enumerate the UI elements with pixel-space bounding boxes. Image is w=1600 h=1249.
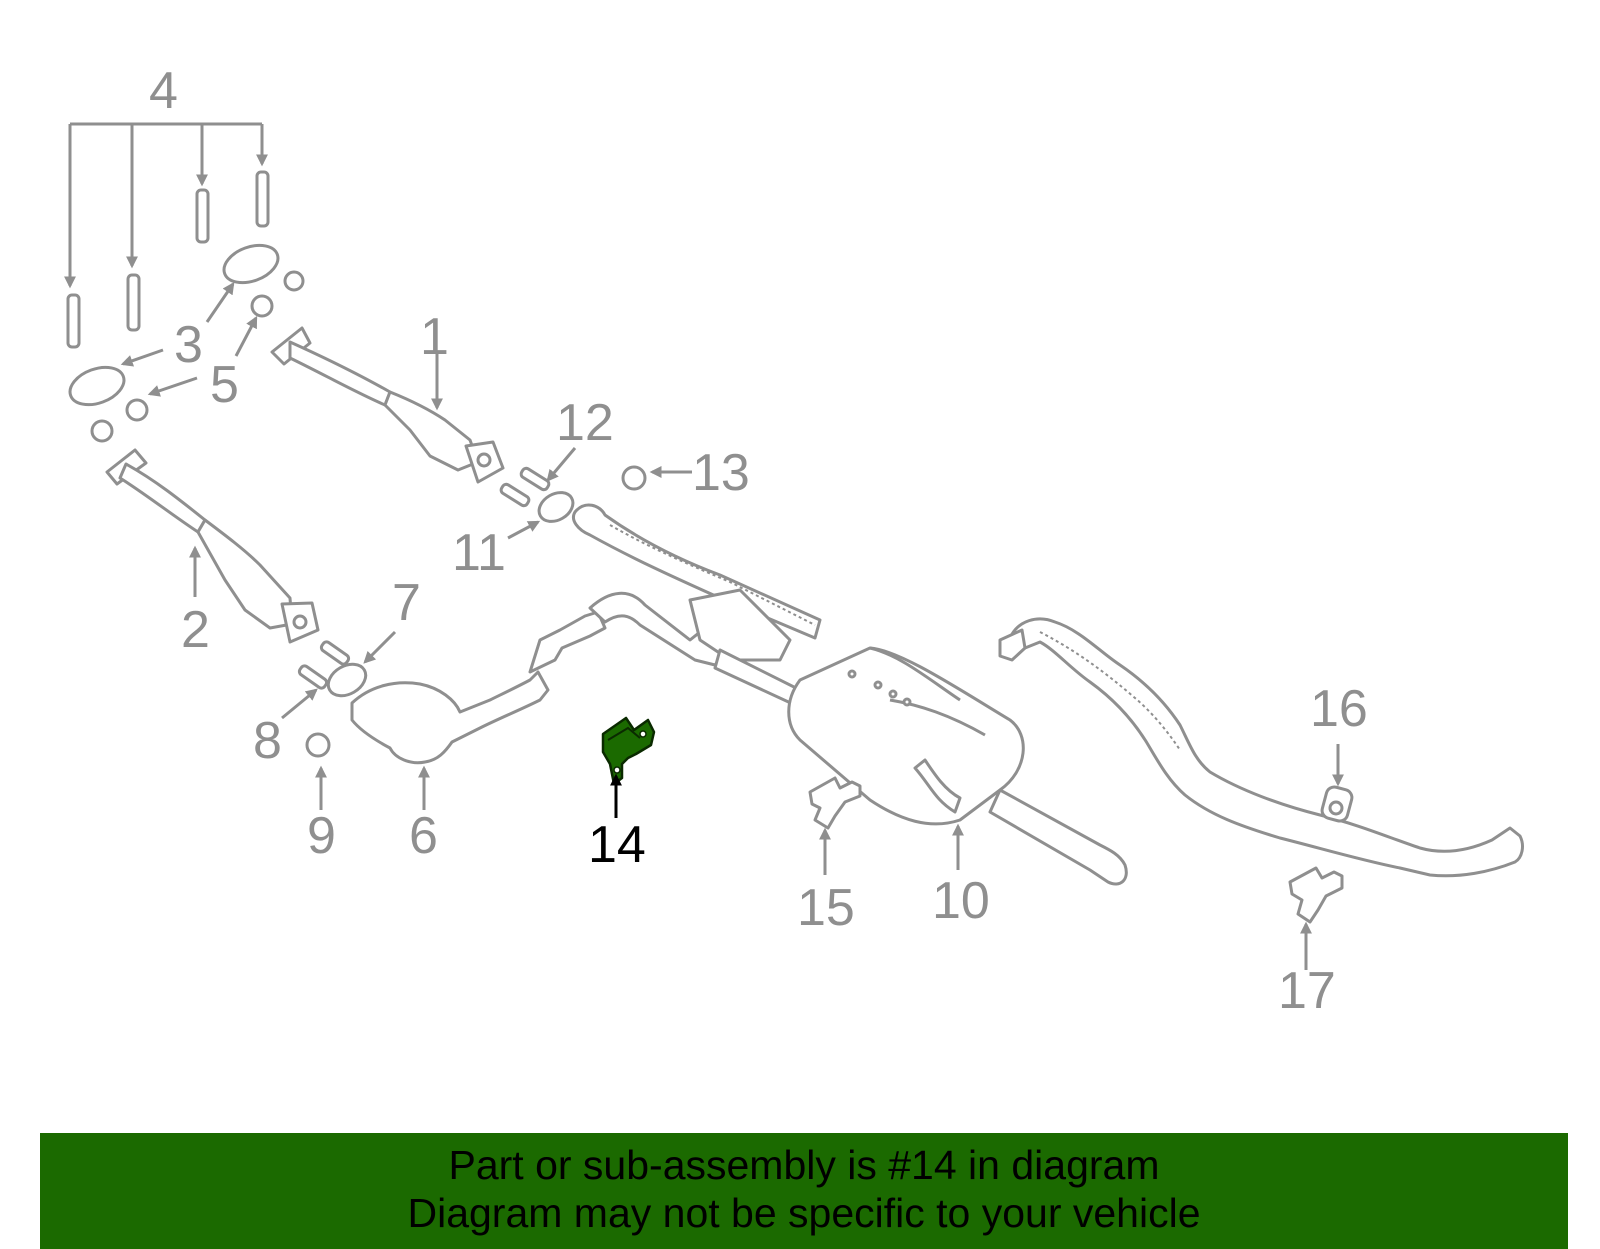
part-17-hanger[interactable] [1288, 866, 1344, 970]
callout-3: 3 [174, 316, 203, 374]
part-4-studs[interactable] [64, 122, 270, 349]
info-banner: Part or sub-assembly is #14 in diagram D… [40, 1133, 1568, 1249]
callout-14: 14 [588, 816, 646, 874]
callout-1: 1 [420, 308, 449, 366]
callout-15: 15 [797, 879, 855, 937]
callout-17: 17 [1278, 962, 1336, 1020]
banner-line-2: Diagram may not be specific to your vehi… [407, 1190, 1201, 1236]
part-8-studs[interactable] [281, 640, 351, 720]
part-6-y-pipe[interactable] [350, 591, 732, 810]
callout-10: 10 [932, 872, 990, 930]
callout-8: 8 [253, 712, 282, 770]
tail-pipe-assembly[interactable] [998, 617, 1524, 878]
callout-12: 12 [556, 394, 614, 452]
callout-7: 7 [392, 574, 421, 632]
callout-2: 2 [181, 601, 210, 659]
callout-4: 4 [149, 62, 178, 120]
part-7-gasket[interactable] [323, 630, 397, 702]
callout-13: 13 [692, 444, 750, 502]
part-15-hanger[interactable] [808, 776, 862, 875]
part-11-gasket[interactable] [507, 487, 578, 540]
part-2-front-pipe-converter[interactable] [105, 448, 320, 644]
part-16-insulator[interactable] [1320, 744, 1354, 823]
banner-line-1: Part or sub-assembly is #14 in diagram [448, 1142, 1160, 1188]
part-1-front-pipe-converter[interactable] [270, 326, 505, 484]
part-10-muffler-assembly[interactable] [572, 503, 1128, 886]
part-5-nuts[interactable] [90, 270, 305, 443]
callout-9: 9 [307, 807, 336, 865]
part-14-bracket-highlighted[interactable] [601, 716, 656, 818]
part-13-nut[interactable] [621, 465, 692, 491]
callout-5: 5 [210, 356, 239, 414]
part-3-gaskets[interactable] [65, 238, 283, 411]
callout-11: 11 [452, 524, 506, 582]
part-12-studs[interactable] [499, 447, 577, 508]
callout-6: 6 [409, 807, 438, 865]
part-9-nut[interactable] [305, 732, 331, 810]
callout-16: 16 [1310, 680, 1368, 738]
